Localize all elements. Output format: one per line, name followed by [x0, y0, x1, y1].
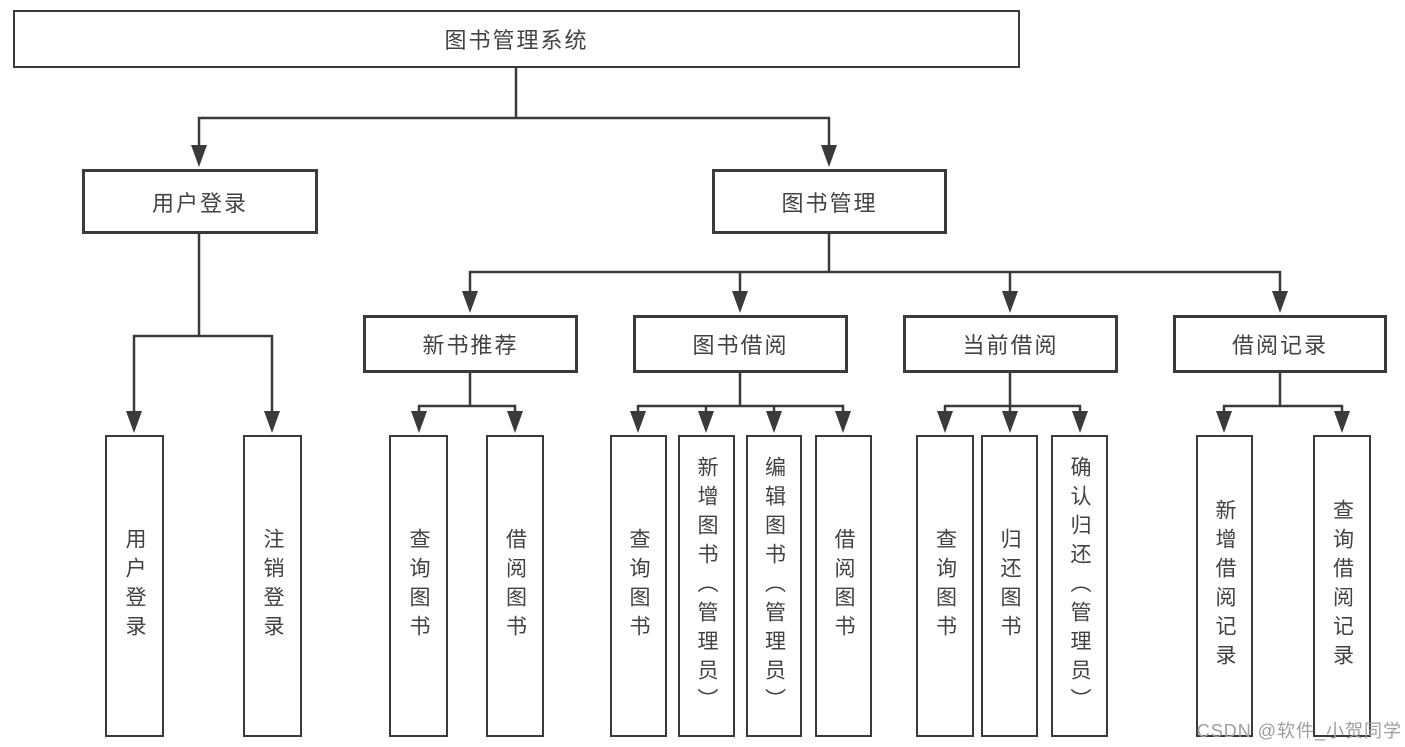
node-leaf-user-login-action: 用户登录 [105, 435, 164, 737]
node-new-book-recommend-label: 新书推荐 [422, 333, 519, 358]
node-new-book-recommend: 新书推荐 [363, 315, 578, 373]
node-leaf-add-borrow-record: 新增借阅记录 [1196, 435, 1253, 737]
node-leaf-borrow-books: 借阅图书 [815, 435, 872, 737]
node-leaf-return-books: 归还图书 [981, 435, 1038, 737]
node-book-borrow-label: 图书借阅 [692, 333, 789, 358]
node-root-label: 图书管理系统 [444, 28, 589, 53]
node-root-system: 图书管理系统 [13, 10, 1020, 68]
node-user-login: 用户登录 [82, 169, 318, 234]
node-borrow-records-label: 借阅记录 [1231, 333, 1328, 358]
csdn-watermark: CSDN @软件_小贺同学 [1196, 721, 1402, 741]
node-leaf-query-borrow-record: 查询借阅记录 [1313, 435, 1371, 737]
node-book-management-label: 图书管理 [781, 190, 878, 216]
node-leaf-add-books-admin: 新增图书（管理员） [678, 435, 735, 737]
node-current-borrow: 当前借阅 [903, 315, 1118, 373]
node-user-login-label: 用户登录 [151, 190, 248, 216]
node-borrow-records: 借阅记录 [1173, 315, 1387, 373]
node-book-borrow: 图书借阅 [633, 315, 848, 373]
node-leaf-edit-books-admin: 编辑图书（管理员） [746, 435, 802, 737]
node-book-management: 图书管理 [712, 169, 947, 234]
node-current-borrow-label: 当前借阅 [962, 333, 1059, 358]
node-leaf-query-books-recommend: 查询图书 [389, 435, 448, 737]
node-leaf-confirm-return-admin: 确认归还（管理员） [1051, 435, 1108, 737]
node-leaf-borrow-books-recommend: 借阅图书 [486, 435, 544, 737]
node-leaf-query-books-borrow: 查询图书 [610, 435, 667, 737]
node-leaf-query-books-current: 查询图书 [916, 435, 974, 737]
node-leaf-logout-action: 注销登录 [243, 435, 302, 737]
